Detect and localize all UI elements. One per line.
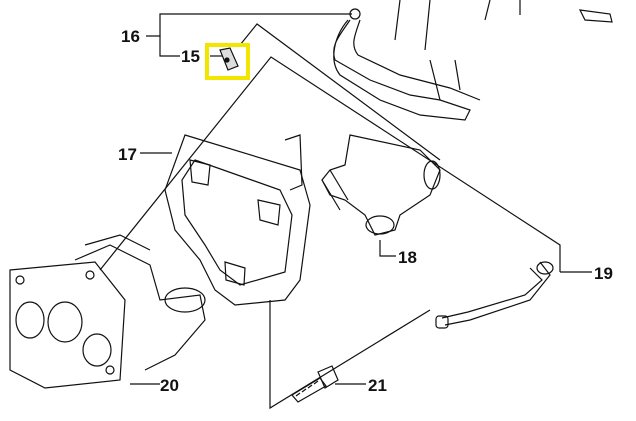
callout-15[interactable]: 15 [181,47,200,66]
callout-17[interactable]: 17 [118,145,137,164]
part-19-hose [435,261,554,329]
callout-21[interactable]: 21 [368,376,387,395]
part-20-manifold [9,234,206,389]
part-18-housing [321,134,441,236]
callout-18[interactable]: 18 [398,248,417,267]
part-17-gasket [164,134,311,306]
part-21-bolt [291,365,339,403]
leader-lines [99,13,592,410]
part-15-nut [219,47,239,71]
part-16-pipe [333,0,613,121]
callout-19[interactable]: 19 [594,264,613,283]
callout-20[interactable]: 20 [160,376,179,395]
callout-16[interactable]: 16 [121,27,140,46]
highlight-box-part-15 [205,43,250,80]
